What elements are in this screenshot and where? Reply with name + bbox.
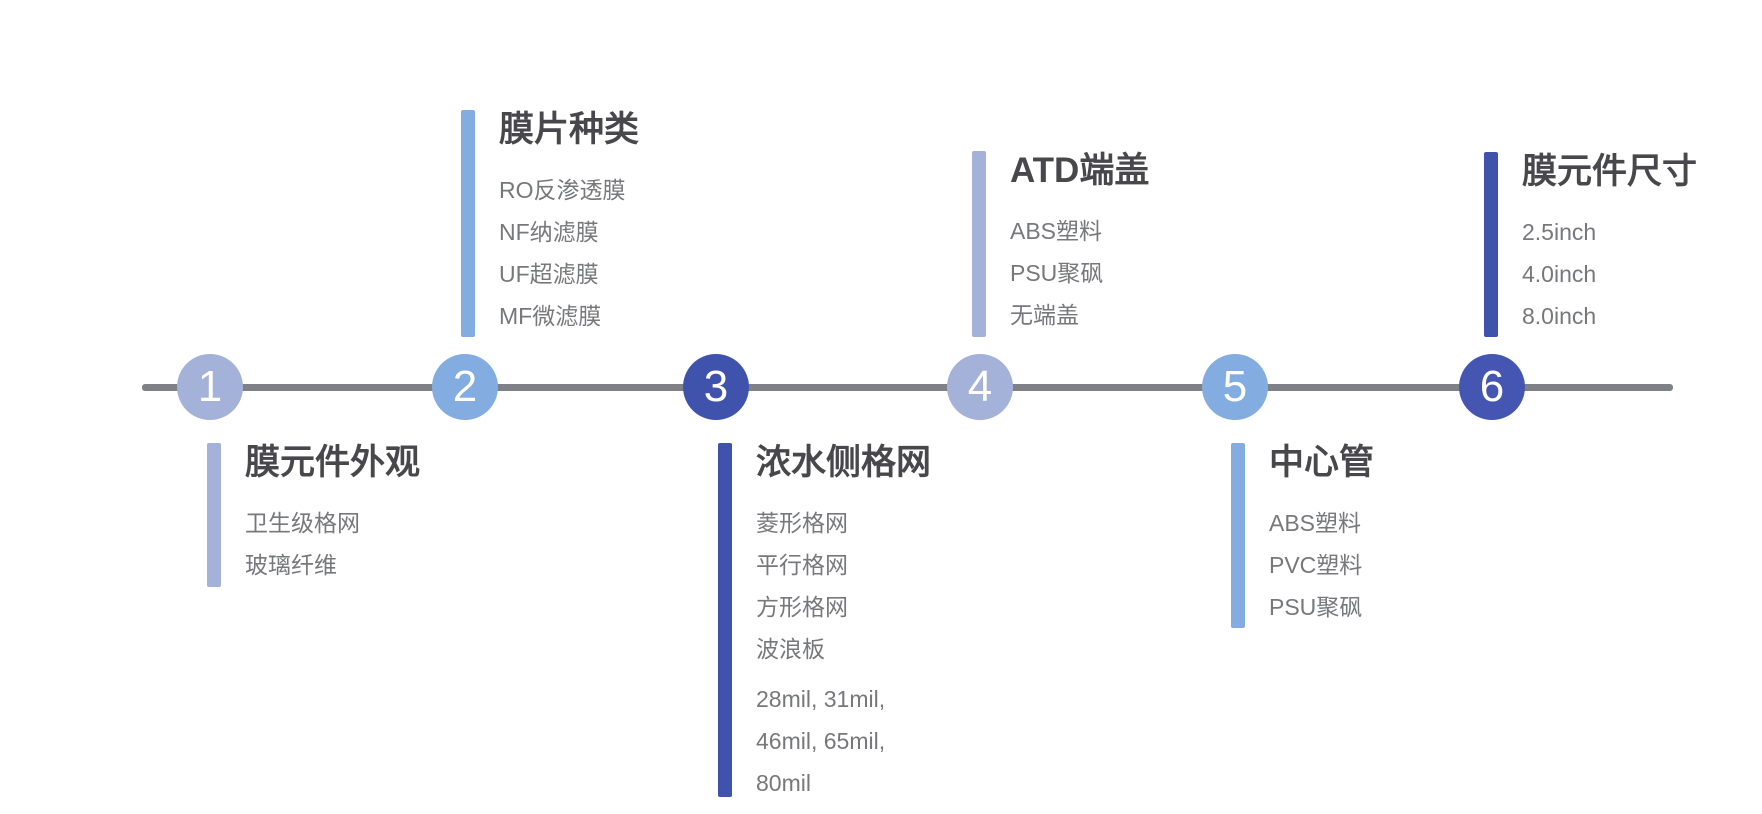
list-item: ABS塑料	[1269, 510, 1362, 536]
list-item: PVC塑料	[1269, 552, 1363, 578]
section-concentrate-side-mesh: 浓水侧格网 菱形格网 平行格网 方形格网 波浪板 28mil, 31mil, 4…	[718, 443, 931, 813]
node-number: 5	[1222, 362, 1248, 411]
section-accent-bar	[1484, 152, 1498, 337]
list-item: 46mil, 65mil,	[756, 728, 886, 754]
node-number: 6	[1479, 362, 1505, 411]
section-accent-bar	[461, 110, 475, 337]
section-title: ATD端盖	[1010, 151, 1150, 190]
timeline-node-1: 1	[177, 354, 243, 420]
timeline-node-6: 6	[1459, 354, 1525, 420]
timeline-node-2: 2	[432, 354, 498, 420]
section-title: 中心管	[1269, 443, 1375, 482]
node-number: 2	[452, 362, 478, 411]
list-item: 玻璃纤维	[245, 552, 337, 578]
timeline-node-3: 3	[683, 354, 749, 420]
list-item: NF纳滤膜	[499, 219, 599, 245]
list-item: PSU聚砜	[1010, 260, 1104, 286]
list-item: 卫生级格网	[245, 510, 360, 536]
node-number: 3	[703, 362, 729, 411]
list-item: 2.5inch	[1522, 219, 1597, 245]
timeline-node-5: 5	[1202, 354, 1268, 420]
list-item: 80mil	[756, 770, 811, 796]
list-item: 无端盖	[1010, 302, 1079, 328]
section-atd-end-cap: ATD端盖 ABS塑料 PSU聚砜 无端盖	[972, 151, 1149, 345]
section-accent-bar	[718, 443, 732, 797]
node-number: 1	[197, 362, 223, 411]
timeline-axis	[142, 384, 1673, 391]
list-item: UF超滤膜	[499, 261, 599, 287]
section-title: 膜片种类	[499, 110, 640, 149]
section-title: 膜元件外观	[245, 443, 421, 482]
section-membrane-sheet-types: 膜片种类 RO反渗透膜 NF纳滤膜 UF超滤膜 MF微滤膜	[461, 110, 639, 346]
node-number: 4	[967, 362, 993, 411]
list-item: MF微滤膜	[499, 303, 602, 329]
list-item: 方形格网	[756, 594, 848, 620]
list-item: 4.0inch	[1522, 261, 1597, 287]
section-membrane-element-size: 膜元件尺寸 2.5inch 4.0inch 8.0inch	[1484, 152, 1697, 346]
list-item: 28mil, 31mil,	[756, 686, 886, 712]
section-accent-bar	[207, 443, 221, 587]
list-item: PSU聚砜	[1269, 594, 1363, 620]
list-item: RO反渗透膜	[499, 177, 626, 203]
list-item: 平行格网	[756, 552, 848, 578]
section-accent-bar	[1231, 443, 1245, 628]
section-accent-bar	[972, 151, 986, 337]
section-title: 浓水侧格网	[756, 443, 932, 482]
timeline-node-4: 4	[947, 354, 1013, 420]
list-item: 8.0inch	[1522, 303, 1597, 329]
list-item: ABS塑料	[1010, 218, 1103, 244]
section-membrane-appearance: 膜元件外观 卫生级格网 玻璃纤维	[207, 443, 420, 595]
section-title: 膜元件尺寸	[1522, 152, 1698, 191]
list-item: 波浪板	[756, 636, 825, 662]
list-item: 菱形格网	[756, 510, 848, 536]
section-center-tube: 中心管 ABS塑料 PVC塑料 PSU聚砜	[1231, 443, 1374, 637]
